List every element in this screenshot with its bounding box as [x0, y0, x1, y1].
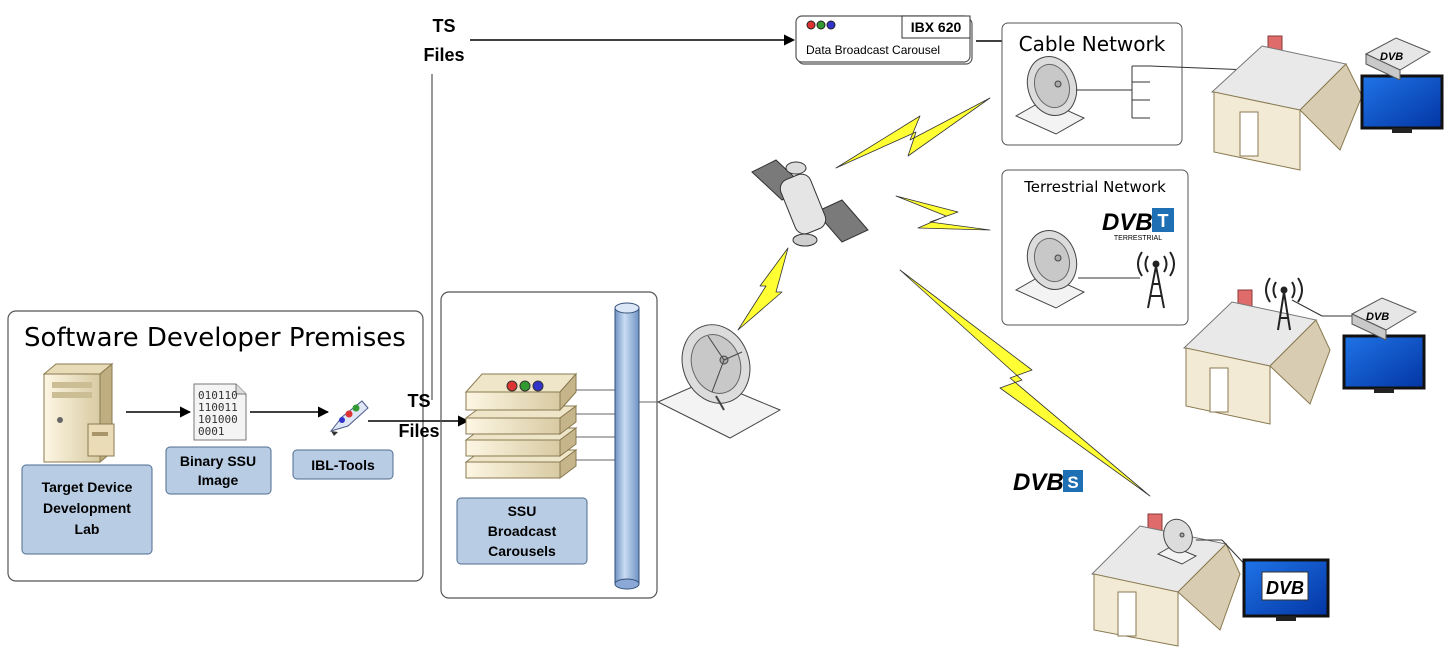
data-broadcast-label: Data Broadcast Carousel [806, 43, 940, 57]
ssu-carousels-line-2: Broadcast [488, 523, 557, 539]
terrestrial-signal-bolt [895, 195, 991, 231]
binary-image-box [165, 446, 272, 495]
terrestrial-house-icon [1182, 289, 1331, 425]
uplink-signal-bolt [737, 247, 789, 331]
ssu-carousels-box [456, 497, 588, 565]
dvb-t-subtitle: TERRESTRIAL [1114, 235, 1162, 242]
ibx-620-device: IBX 620 Data Broadcast Carousel [795, 15, 973, 65]
cable-headend-dish-icon [1014, 56, 1086, 135]
ibx-model-label: IBX 620 [911, 19, 962, 35]
binary-digits-line-1: 010110 [198, 389, 238, 402]
binary-image-line-1: Binary SSU [180, 453, 256, 469]
developer-premises-frame [7, 310, 424, 582]
dvb-t-mark: DVB [1102, 209, 1153, 236]
dvb-s-logo: DVB S [1013, 469, 1083, 496]
binary-image-line-2: Image [198, 472, 239, 488]
target-lab-line-2: Development [43, 500, 131, 516]
uplink-satellite-dish-icon [656, 324, 782, 439]
ts-files-mid-line-1: TS [407, 391, 430, 411]
binary-document-icon: 010110 110011 101000 0001 [193, 383, 247, 441]
cable-tv-icon: DVB [1360, 37, 1444, 133]
ibl-tools-label: IBL-Tools [311, 457, 375, 473]
cable-stb-dvb-mark: DVB [1380, 51, 1403, 63]
dvb-t-letter: T [1158, 211, 1169, 231]
terrestrial-network-group: Terrestrial Network DVB T TERRESTRIAL [1001, 169, 1189, 326]
satellite-tv-icon: DVB [1242, 558, 1330, 621]
server-rack-stack-icon [464, 372, 578, 479]
ts-files-mid-line-2: Files [398, 421, 439, 441]
signal-bolts [737, 97, 1151, 497]
ts-files-top-line-1: TS [432, 16, 455, 36]
target-lab-line-3: Lab [75, 521, 100, 537]
cable-signal-bolt [835, 97, 991, 169]
satellite-icon [751, 159, 869, 247]
terrestrial-tv-icon: DVB [1342, 297, 1426, 393]
house-antenna-icon [1265, 277, 1303, 331]
cable-house-icon [1210, 35, 1363, 171]
ts-files-top-line-2: Files [423, 45, 464, 65]
ibl-tools-box [292, 449, 394, 480]
satellite-house-icon [1090, 513, 1241, 647]
transmitter-tower-icon [1137, 251, 1175, 309]
dvb-s-letter: S [1067, 473, 1078, 492]
dvb-s-mark: DVB [1013, 469, 1064, 496]
developer-premises-title: Software Developer Premises [24, 323, 406, 353]
ssu-panel-frame [440, 291, 658, 599]
dvb-t-logo: DVB T TERRESTRIAL [1102, 208, 1174, 242]
binary-digits-line-2: 110011 [198, 401, 238, 414]
terrestrial-stb-dvb-mark: DVB [1366, 311, 1389, 323]
target-lab-box [21, 464, 153, 555]
terrestrial-network-title: Terrestrial Network [1023, 178, 1166, 196]
satellite-downlink-bolt [899, 269, 1151, 497]
terrestrial-dish-icon [1014, 230, 1086, 309]
server-tower-icon [42, 362, 115, 464]
transport-pipe-icon [614, 302, 640, 590]
target-lab-line-1: Target Device [42, 479, 133, 495]
ssu-carousels-group: SSU Broadcast Carousels [440, 291, 658, 599]
binary-digits-line-3: 101000 [198, 413, 238, 426]
ssu-carousels-line-1: SSU [508, 503, 537, 519]
house-satellite-dish-icon [1156, 518, 1198, 565]
cable-network-title: Cable Network [1019, 32, 1166, 56]
ssu-carousels-line-3: Carousels [488, 543, 556, 559]
binary-digits-line-4: 0001 [198, 425, 225, 438]
satellite-tv-dvb-mark: DVB [1266, 578, 1304, 598]
ibl-tools-icon [329, 400, 369, 436]
cable-network-group: Cable Network [1001, 22, 1183, 146]
developer-premises-group: Software Developer Premises 010110 11001… [7, 310, 424, 582]
